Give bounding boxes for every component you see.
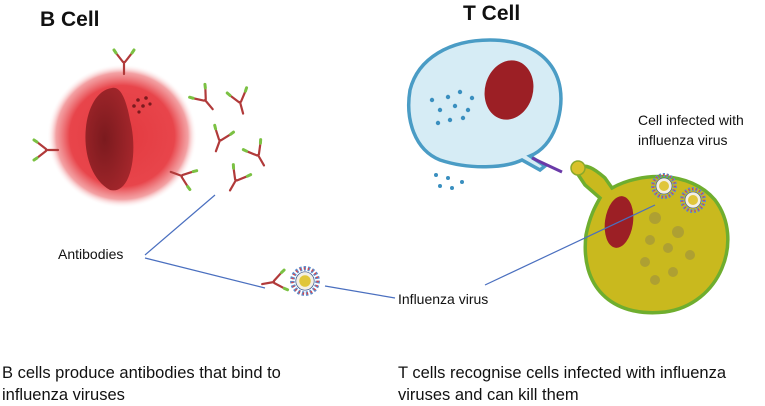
infected-cell-label-line1: Cell infected with xyxy=(638,112,744,128)
influenza-virus-label: Influenza virus xyxy=(398,291,489,307)
b-cell-granules xyxy=(132,96,152,114)
leader-lines xyxy=(144,194,656,299)
t-cell-caption: T cells recognise cells infected with in… xyxy=(398,364,727,404)
influenza-virus-particle xyxy=(292,268,317,293)
b-cell xyxy=(47,64,197,208)
b-cell-nucleus xyxy=(85,87,134,191)
t-cell-nucleus xyxy=(484,60,534,120)
antibodies-label: Antibodies xyxy=(58,246,124,262)
t-cell-receptor xyxy=(531,156,563,174)
t-cell-granules xyxy=(429,89,475,190)
mhc-antigen xyxy=(570,160,586,176)
infected-cell-vesicles xyxy=(640,212,695,285)
t-cell xyxy=(407,38,563,190)
b-cell-caption: B cells produce antibodies that bind to … xyxy=(2,364,281,404)
t-cell-title: T Cell xyxy=(463,2,521,25)
t-cell-body xyxy=(407,38,563,173)
infected-cell-label-line2: influenza virus xyxy=(638,132,728,148)
infected-cell xyxy=(570,160,730,315)
b-cell-title: B Cell xyxy=(40,8,100,31)
